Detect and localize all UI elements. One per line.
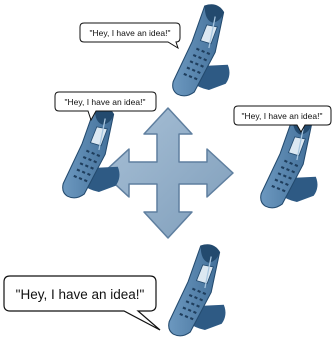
four-way-arrow-icon: [103, 108, 233, 238]
bubble-bottom-text: "Hey, I have an idea!": [16, 287, 145, 302]
speech-bubble-right: "Hey, I have an idea!": [234, 106, 331, 132]
speech-bubble-bottom: "Hey, I have an idea!": [4, 276, 160, 330]
bubble-right-text: "Hey, I have an idea!": [241, 111, 322, 121]
phone-bottom: [169, 245, 226, 336]
bubble-left-text: "Hey, I have an idea!": [64, 97, 145, 107]
phone-right: [261, 117, 318, 208]
speech-bubble-top: "Hey, I have an idea!": [80, 23, 180, 48]
bubble-top-text: "Hey, I have an idea!": [89, 28, 170, 38]
phone-top: [173, 5, 230, 96]
